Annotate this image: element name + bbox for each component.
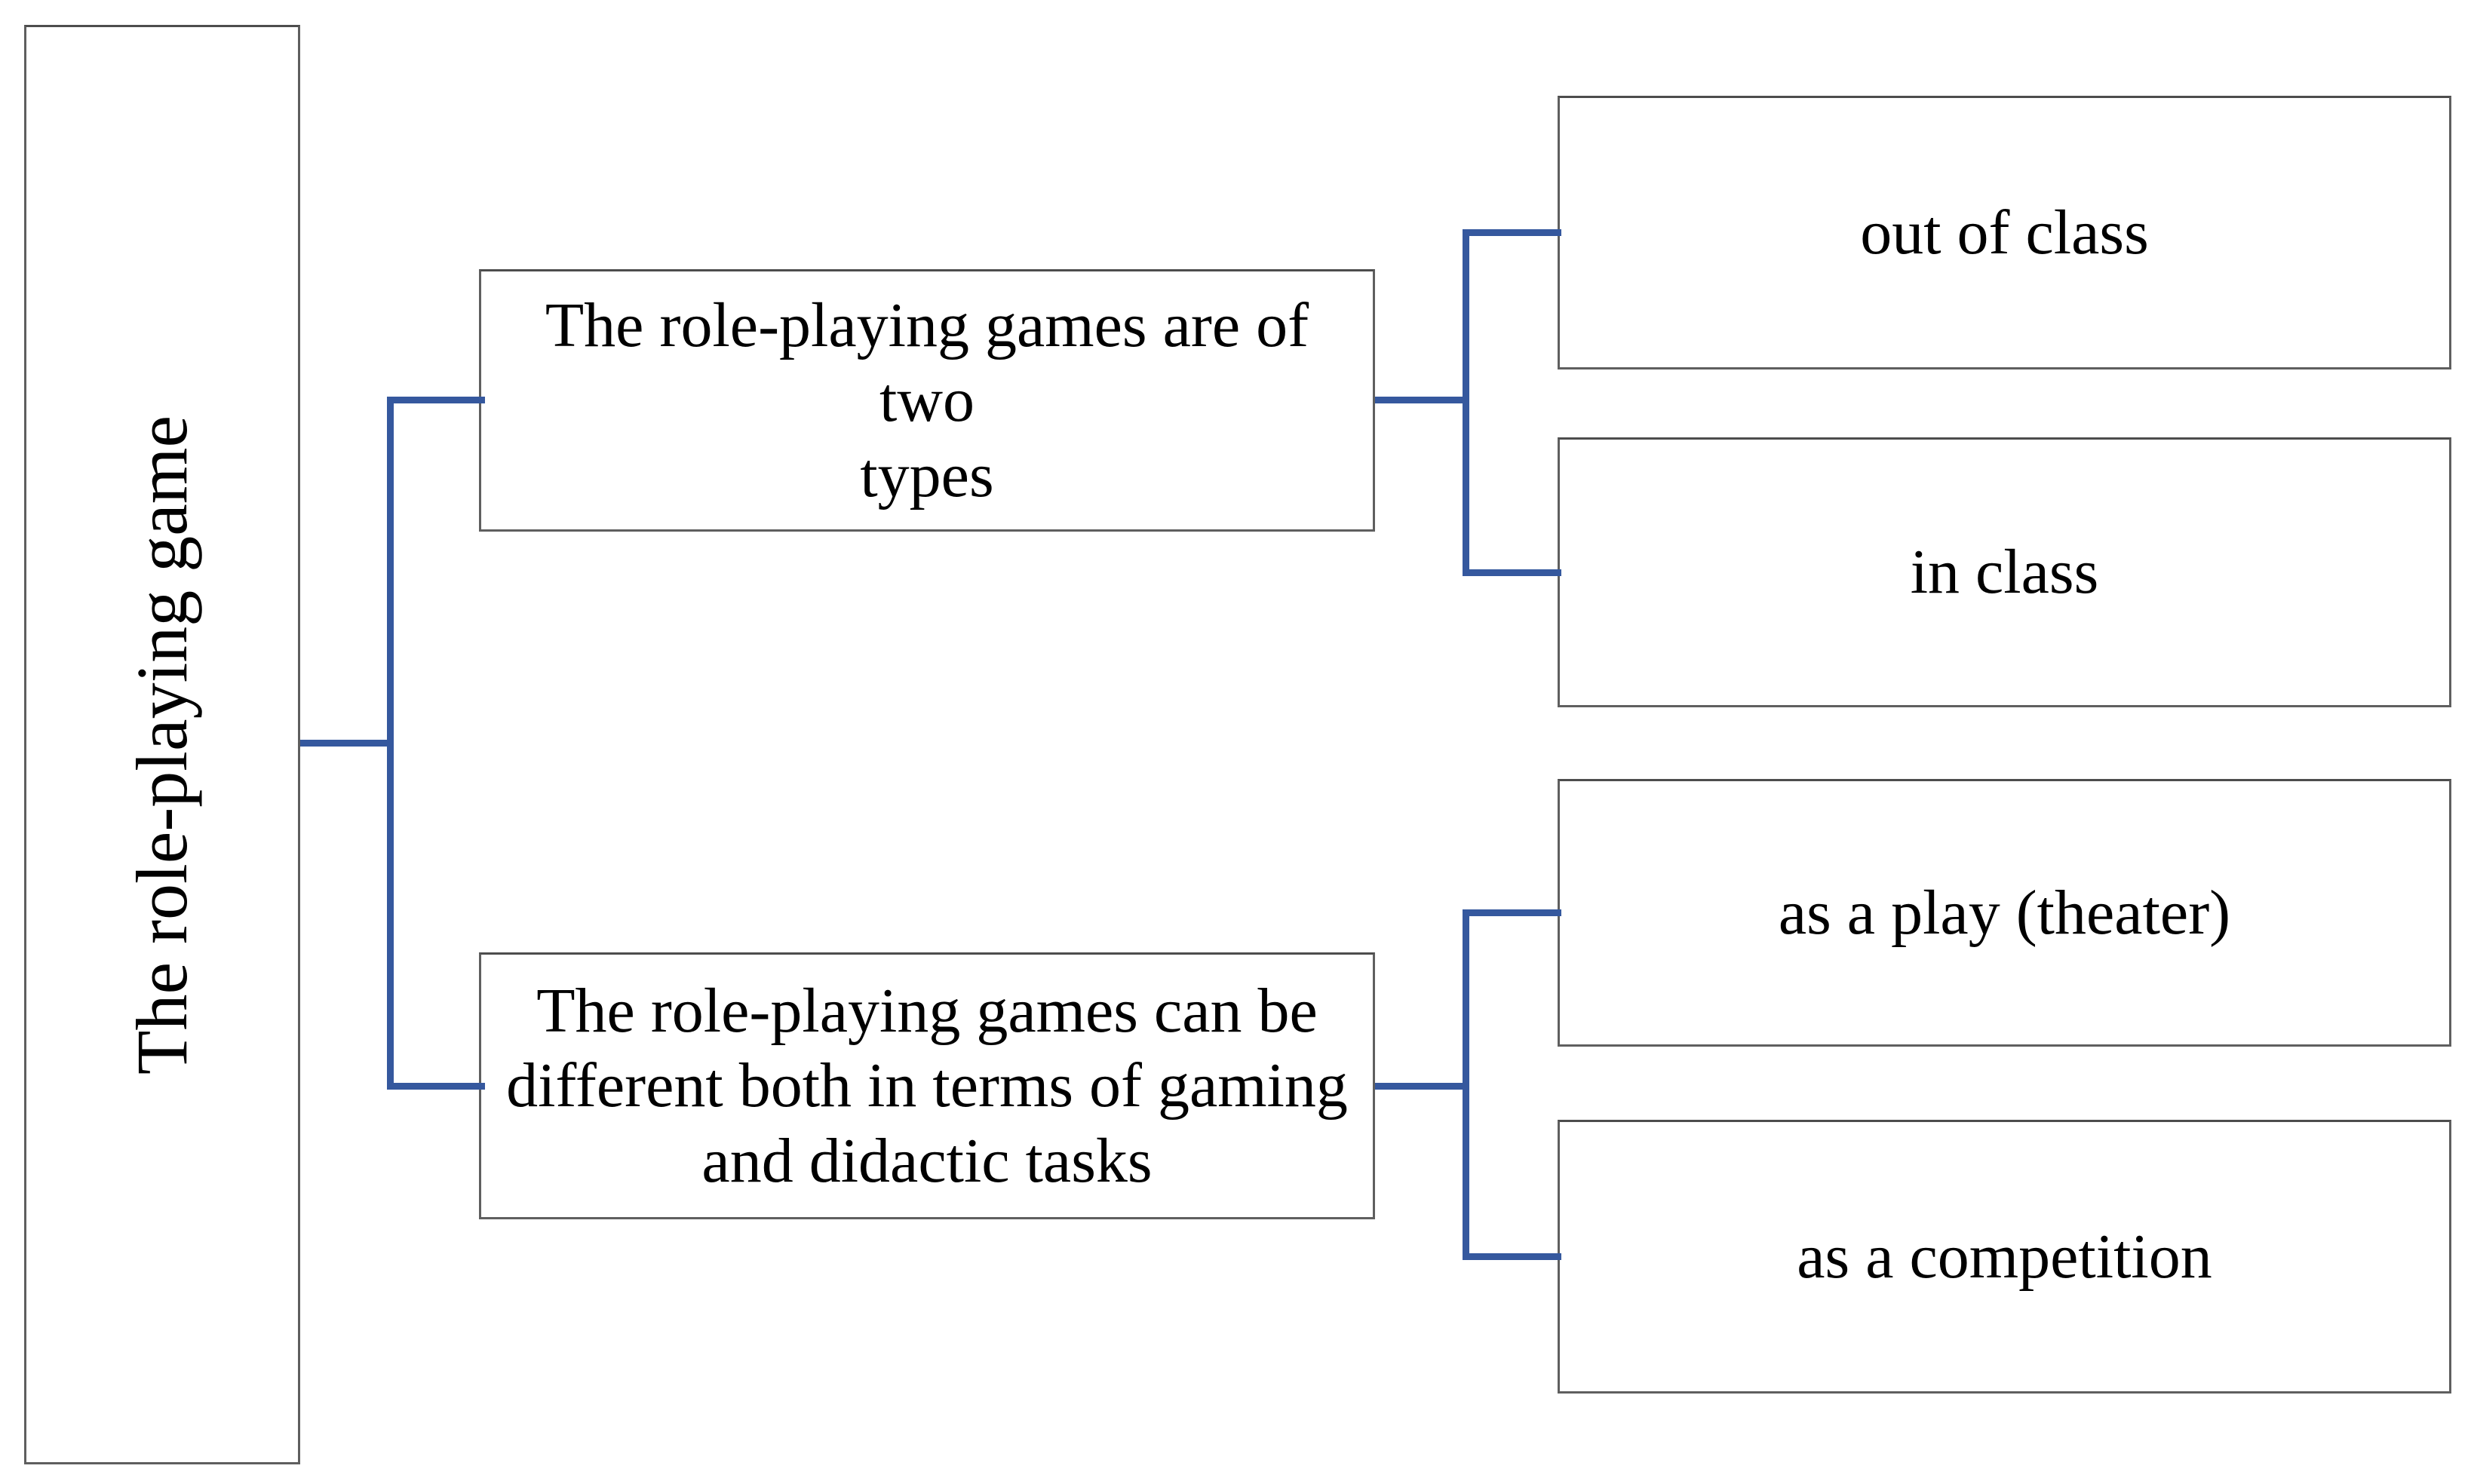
connector-branch1-stub (1375, 397, 1469, 403)
leaf-node-in-class: in class (1558, 437, 2451, 707)
leaf-node-as-a-competition-label: as a competition (1797, 1221, 2212, 1292)
connector-branch1-to-in-class (1463, 569, 1561, 576)
connector-branch2-stub (1375, 1083, 1469, 1090)
connector-branch2-to-as-a-play (1463, 909, 1561, 916)
connector-root-stub (300, 740, 394, 747)
leaf-node-as-a-play: as a play (theater) (1558, 779, 2451, 1047)
connector-branch1-trunk-vertical (1463, 229, 1469, 576)
leaf-node-in-class-label: in class (1910, 537, 2099, 608)
connector-branch2-trunk-vertical (1463, 909, 1469, 1260)
root-node-label: The role-playing game (121, 415, 202, 1075)
connector-branch2-to-as-a-competition (1463, 1253, 1561, 1260)
connector-branch1-to-out-of-class (1463, 229, 1561, 236)
connector-root-to-branch1 (387, 397, 485, 403)
connector-root-trunk-vertical (387, 397, 394, 1090)
root-node-role-playing-game: The role-playing game (24, 25, 300, 1464)
leaf-node-as-a-play-label: as a play (theater) (1778, 877, 2231, 948)
leaf-node-out-of-class-label: out of class (1860, 197, 2149, 268)
leaf-node-out-of-class: out of class (1558, 96, 2451, 369)
connector-root-to-branch2 (387, 1083, 485, 1090)
leaf-node-as-a-competition: as a competition (1558, 1120, 2451, 1394)
